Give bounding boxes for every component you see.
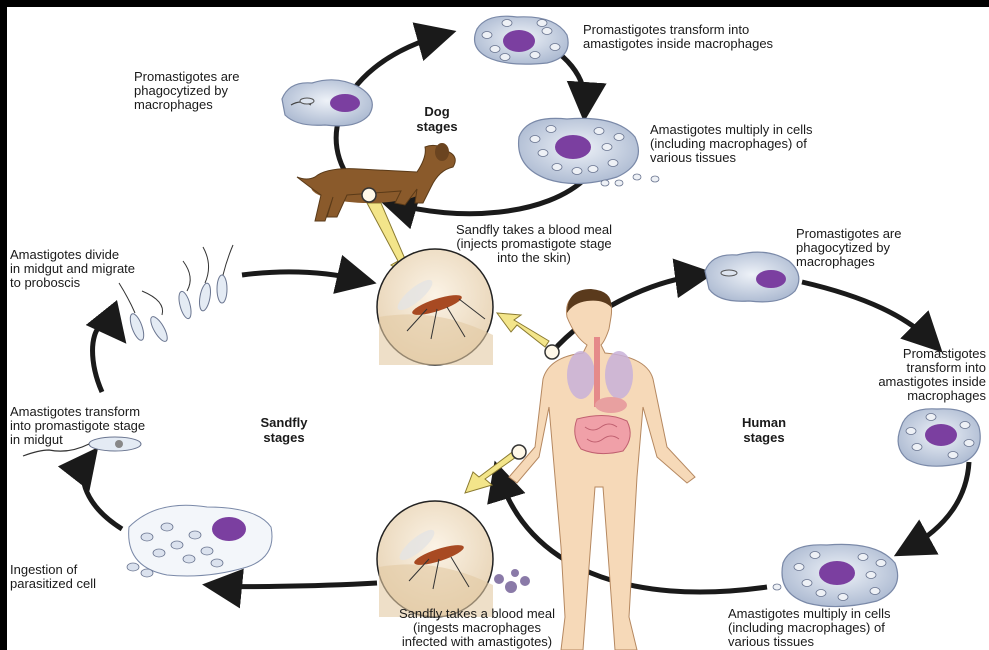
human-multiply-label: Amastigotes multiply in cells (including… xyxy=(728,607,891,649)
human-cell-multiply xyxy=(773,544,898,606)
dog-multiply-label: Amastigotes multiply in cells (including… xyxy=(650,123,813,165)
sandfly-inject-circle xyxy=(377,249,493,365)
human-stages-title: Human stages xyxy=(729,415,799,445)
sandfly-transform-label: Amastigotes transform into promastigote … xyxy=(10,405,145,447)
dog-cell-multiply xyxy=(519,118,659,186)
human-cell-phagocytized xyxy=(705,252,799,302)
human-transform-label: Promastigotes transform into amastigotes… xyxy=(854,347,986,403)
dog-cell-transform xyxy=(475,16,569,64)
sandfly-ingest-circle xyxy=(377,501,530,617)
dog-phagocytized-label: Promastigotes are phagocytized by macrop… xyxy=(134,70,240,112)
human-phagocytized-label: Promastigotes are phagocytized by macrop… xyxy=(796,227,902,269)
parasitized-cell xyxy=(127,505,272,577)
blood-meal-ingest-label: Sandfly takes a blood meal (ingests macr… xyxy=(372,607,582,649)
life-cycle-diagram: Dog stages Promastigotes are phagocytize… xyxy=(7,7,989,650)
promastigotes-proboscis xyxy=(119,245,233,344)
sandfly-divide-label: Amastigotes divide in midgut and migrate… xyxy=(10,248,135,290)
dog-cell-phagocytized xyxy=(282,80,372,126)
dog-stages-title: Dog stages xyxy=(407,104,467,134)
sandfly-ingestion-label: Ingestion of parasitized cell xyxy=(10,563,96,591)
human-figure xyxy=(509,289,695,650)
dog-transform-label: Promastigotes transform into amastigotes… xyxy=(583,23,773,51)
human-cell-transform xyxy=(898,409,980,466)
blood-meal-inject-label: Sandfly takes a blood meal (injects prom… xyxy=(429,223,639,265)
sandfly-stages-title: Sandfly stages xyxy=(249,415,319,445)
